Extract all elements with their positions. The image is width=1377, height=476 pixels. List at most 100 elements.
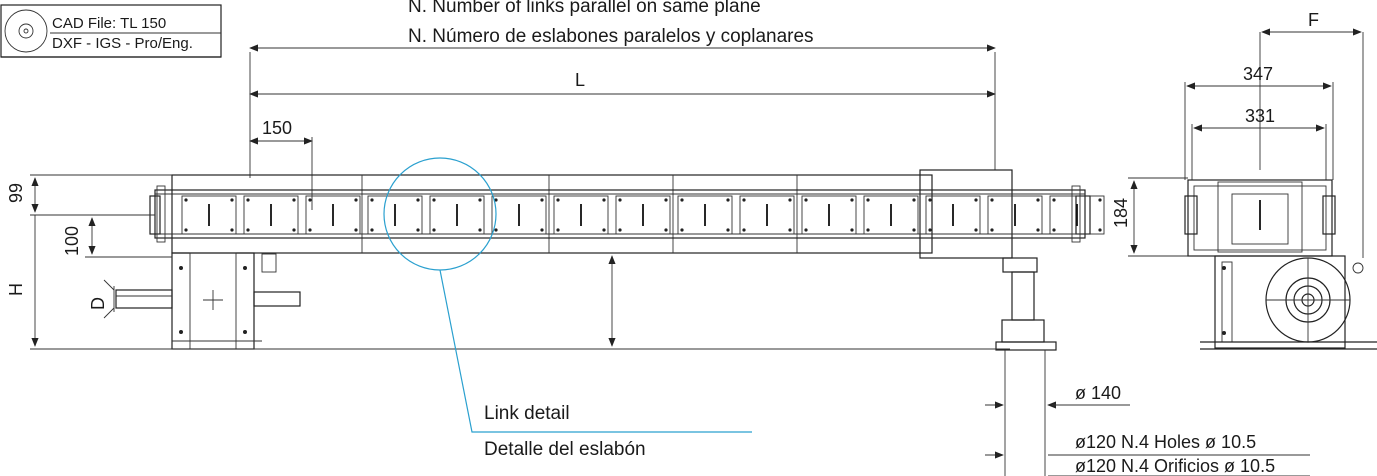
holes-es-label: ø120 N.4 Orificios ø 10.5 (1075, 456, 1275, 476)
dim-99-label: 99 (6, 183, 26, 203)
chain-link-rivet (416, 198, 420, 202)
chain-link (615, 195, 671, 235)
chain-link-rivet (850, 198, 854, 202)
chain-link-rivet (742, 198, 746, 202)
chain-link-rivet (292, 228, 296, 232)
chain-link-rivet (726, 228, 730, 232)
dim-D-label: D (88, 297, 108, 310)
dim-L-label: L (575, 70, 585, 90)
chain-link-rivet (664, 198, 668, 202)
chain-link-rivet (432, 198, 436, 202)
note-parallel-es: N. Número de eslabones paralelos y copla… (408, 26, 814, 47)
chain-link-rivet (788, 198, 792, 202)
chain-link-rivet (912, 198, 916, 202)
chain-link-rivet (308, 228, 312, 232)
chain-link (243, 195, 299, 235)
chain-link-rivet (246, 228, 250, 232)
chain-link-rivet (540, 228, 544, 232)
right-support-column: ø 140 ø120 N.4 Holes ø 10.5 ø120 N.4 Ori… (985, 257, 1310, 476)
chain-link-rivet (990, 198, 994, 202)
left-drive-housing (115, 252, 301, 350)
link-detail-en: Link detail (484, 403, 570, 424)
dimension-L: L (249, 44, 996, 178)
chain-link-rivet (184, 228, 188, 232)
chain-link-rivet (602, 228, 606, 232)
chain-link (491, 195, 547, 235)
dimension-h100: 100 (62, 214, 172, 258)
side-view: F 347 331 184 (1111, 10, 1377, 350)
chain-link-rivet (928, 228, 932, 232)
chain-link-rivet (230, 228, 234, 232)
chain-link-rivet (726, 198, 730, 202)
chain-link (1049, 195, 1105, 235)
chain-link-rivet (742, 228, 746, 232)
dim-F-label: F (1308, 10, 1319, 30)
dim-150-label: 150 (262, 118, 292, 138)
cad-disc-icon (4, 9, 48, 53)
chain-link-rivet (680, 198, 684, 202)
chain-link-rivet (866, 228, 870, 232)
chain-link (987, 195, 1043, 235)
chain-link-rivet (866, 198, 870, 202)
chain-link-rivet (478, 198, 482, 202)
dimension-D: D (88, 279, 115, 319)
chain-link-rivet (990, 228, 994, 232)
dimension-H: H (6, 215, 1010, 350)
chain-link-rivet (680, 228, 684, 232)
link-detail-es: Detalle del eslabón (484, 439, 646, 460)
dim-331-label: 331 (1245, 106, 1275, 126)
holes-en-label: ø120 N.4 Holes ø 10.5 (1075, 432, 1256, 452)
chain-link-rivet (494, 198, 498, 202)
chain-link-rivet (556, 228, 560, 232)
dim-100-label: 100 (62, 226, 82, 256)
chain-link (677, 195, 733, 235)
chain-link (863, 195, 919, 235)
chain-link (553, 195, 609, 235)
chain-link-rivet (432, 228, 436, 232)
chain-link-rivet (556, 198, 560, 202)
chain-link-rivet (1036, 228, 1040, 232)
chain-link (739, 195, 795, 235)
chain-link-rivet (912, 228, 916, 232)
chain-link-rivet (664, 228, 668, 232)
chain-link (305, 195, 361, 235)
chain-link-rivet (230, 198, 234, 202)
dim-184-label: 184 (1111, 198, 1131, 228)
chain-link-rivet (1098, 198, 1102, 202)
chain-link-rivet (602, 198, 606, 202)
chain-link-rivet (804, 198, 808, 202)
chain-link-rivet (1052, 228, 1056, 232)
chain-link-rivet (292, 198, 296, 202)
chain-link-rivet (246, 198, 250, 202)
cad-formats-label: DXF - IGS - Pro/Eng. (52, 35, 193, 52)
chain-link (429, 195, 485, 235)
dim-347-label: 347 (1243, 64, 1273, 84)
cad-file-box: CAD File: TL 150 DXF - IGS - Pro/Eng. (0, 4, 222, 58)
chain-link-rivet (1052, 198, 1056, 202)
chain-link-rivet (354, 198, 358, 202)
conveyor-frame (149, 169, 1091, 259)
chain-link-rivet (370, 228, 374, 232)
chain-link-rivet (1036, 198, 1040, 202)
chain-link-rivet (1098, 228, 1102, 232)
dim-H-label: H (6, 283, 26, 296)
chain-link-rivet (478, 228, 482, 232)
dim-d140-label: ø 140 (1075, 383, 1121, 403)
dimension-h99: 99 (6, 174, 172, 216)
dimension-pitch: 150 (249, 118, 313, 210)
chain-link (181, 195, 237, 235)
note-parallel-en: N. Number of links parallel on same plan… (408, 0, 761, 17)
chain-link-rivet (416, 228, 420, 232)
chain-link-rivet (540, 198, 544, 202)
chain-link-rivet (494, 228, 498, 232)
chain-link-rivet (928, 198, 932, 202)
chain-link (925, 195, 981, 235)
chain-link (801, 195, 857, 235)
chain-link-rivet (788, 228, 792, 232)
chain-link-rivet (618, 228, 622, 232)
link-detail-callout: Link detail Detalle del eslabón (383, 157, 752, 460)
chain-link-rivet (618, 198, 622, 202)
chain-link-rivet (974, 228, 978, 232)
chain-link-rivet (804, 228, 808, 232)
